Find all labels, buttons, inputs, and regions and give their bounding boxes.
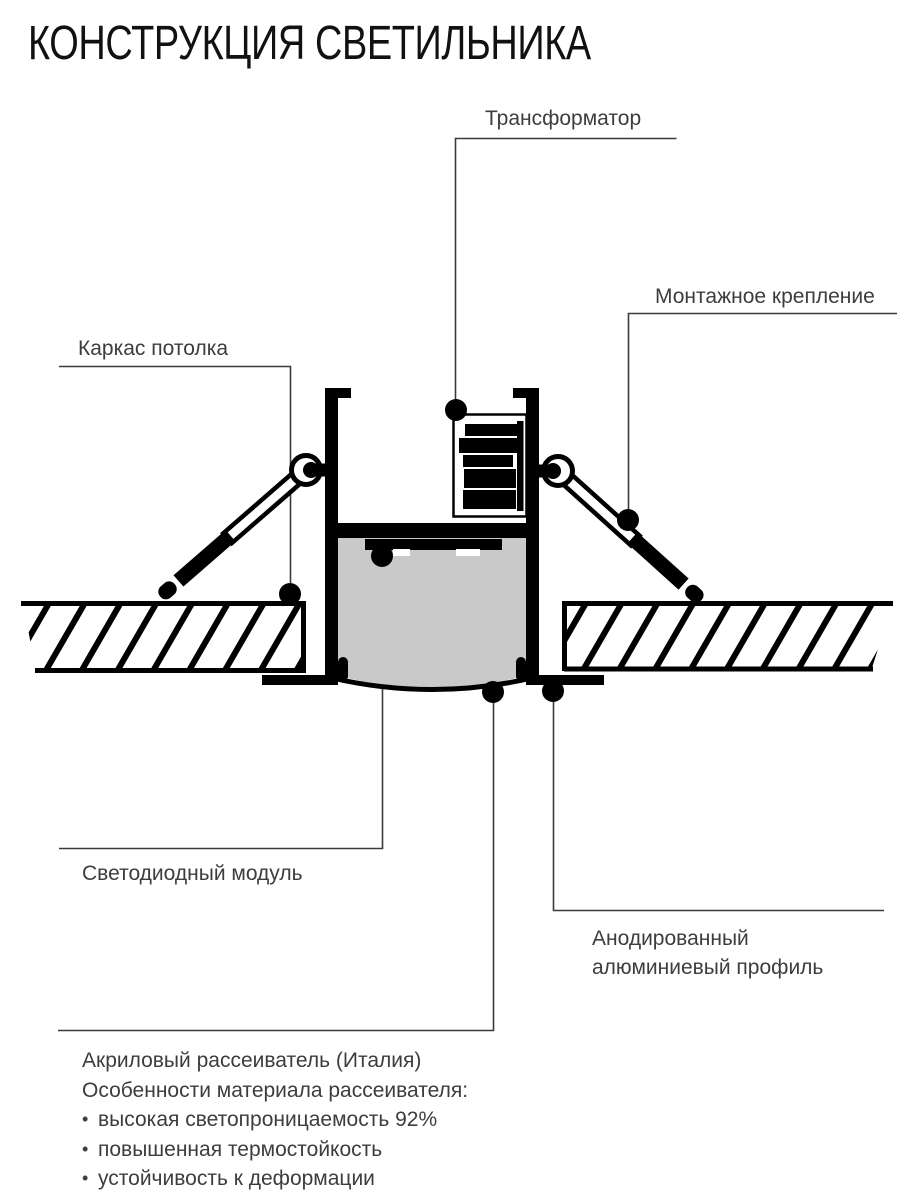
feature-item: • устойчивость к деформации	[82, 1164, 542, 1194]
ceiling-slab-left	[21, 601, 306, 673]
profile-left-flange	[262, 675, 338, 685]
transformer-block	[452, 413, 528, 518]
marker-dot-aluminum-profile	[542, 680, 564, 702]
marker-dots	[279, 399, 639, 703]
profile-right-flange	[526, 675, 604, 685]
aluminum-profile-housing	[262, 388, 604, 685]
label-led-module: Светодиодный модуль	[82, 862, 303, 885]
pivot-ring-right	[539, 454, 575, 488]
label-ceiling-frame: Каркас потолка	[78, 337, 229, 360]
marker-dot-led-module	[371, 545, 393, 567]
label-transformer: Трансформатор	[485, 107, 642, 130]
led-chip	[456, 549, 480, 556]
feature-text: повышенная термостойкость	[98, 1137, 383, 1161]
marker-dot-transformer	[445, 399, 467, 421]
feature-text: устойчивость к деформации	[98, 1167, 375, 1190]
marker-dot-acrylic-diffuser	[482, 681, 504, 703]
led-chip	[393, 549, 410, 556]
diffuser-lip-left	[338, 657, 348, 681]
diffuser-chamber	[331, 538, 533, 692]
feature-text: высокая светопроницаемость 92%	[98, 1108, 438, 1131]
mounting-arm-right	[556, 468, 704, 603]
leader-acrylic-diffuser	[58, 692, 495, 1032]
pivot-ring-left	[289, 453, 326, 487]
profile-crossbar	[331, 523, 533, 538]
diffuser-lip-right	[516, 657, 526, 681]
leader-aluminum-profile	[552, 691, 884, 912]
feature-bullet: •	[82, 1109, 89, 1129]
feature-bullet: •	[82, 1168, 89, 1188]
led-board	[365, 539, 502, 550]
ceiling-slab-right	[562, 601, 893, 672]
profile-left-top-lip	[325, 388, 351, 398]
label-mounting-bracket: Монтажное крепление	[655, 285, 875, 308]
marker-dot-ceiling-frame	[279, 583, 301, 605]
page-title: КОНСТРУКЦИЯ СВЕТИЛЬНИКА	[28, 17, 591, 70]
mounting-arm-left	[158, 467, 308, 600]
label-aluminum-profile: Анодированный алюминиевый профиль	[592, 927, 824, 979]
diffuser-text-block: Акриловый рассеиватель (Италия) Особенно…	[82, 1046, 542, 1194]
feature-item: • высокая светопроницаемость 92%	[82, 1105, 542, 1135]
leader-mounting-bracket	[627, 312, 897, 519]
marker-dot-mounting-bracket	[617, 509, 639, 531]
leader-ceiling-frame	[59, 365, 292, 593]
profile-right-top-lip	[513, 388, 539, 398]
diffuser-subtitle: Особенности материала рассеивателя:	[82, 1078, 469, 1102]
diffuser-body	[338, 538, 526, 688]
diffuser-title: Акриловый рассеиватель (Италия)	[82, 1049, 422, 1072]
diffuser-arc	[331, 675, 533, 692]
feature-bullet: •	[82, 1138, 89, 1159]
leader-lines	[58, 137, 897, 1032]
leader-transformer	[454, 137, 677, 410]
feature-item: • повышенная термостойкость	[82, 1135, 542, 1165]
